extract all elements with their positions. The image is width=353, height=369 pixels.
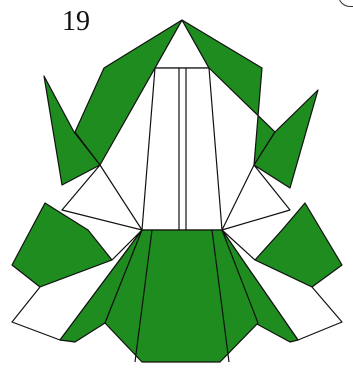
body-white-center — [142, 68, 222, 230]
